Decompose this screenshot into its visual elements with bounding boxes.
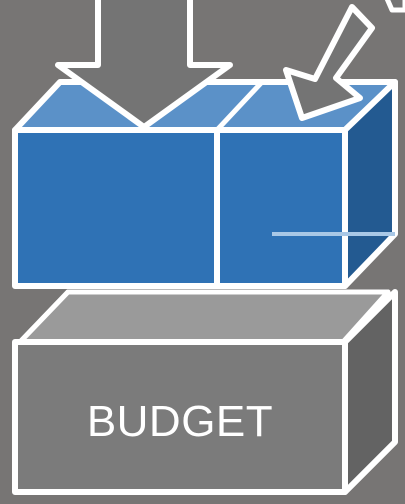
blue-blocks-top-divider: [215, 80, 264, 132]
budget-label: BUDGET: [86, 397, 274, 446]
diagonal-arrow-icon: [283, 4, 375, 121]
budget-box: [12, 289, 398, 495]
blue-blocks: [12, 79, 398, 289]
budget-box-side: [342, 289, 398, 495]
edge-arrow-fragment: [384, 0, 405, 13]
budget-box-opening: [17, 289, 391, 345]
down-arrow-icon: [55, 0, 233, 130]
blue-block-left: [12, 127, 220, 289]
blue-block-right: [214, 127, 348, 289]
